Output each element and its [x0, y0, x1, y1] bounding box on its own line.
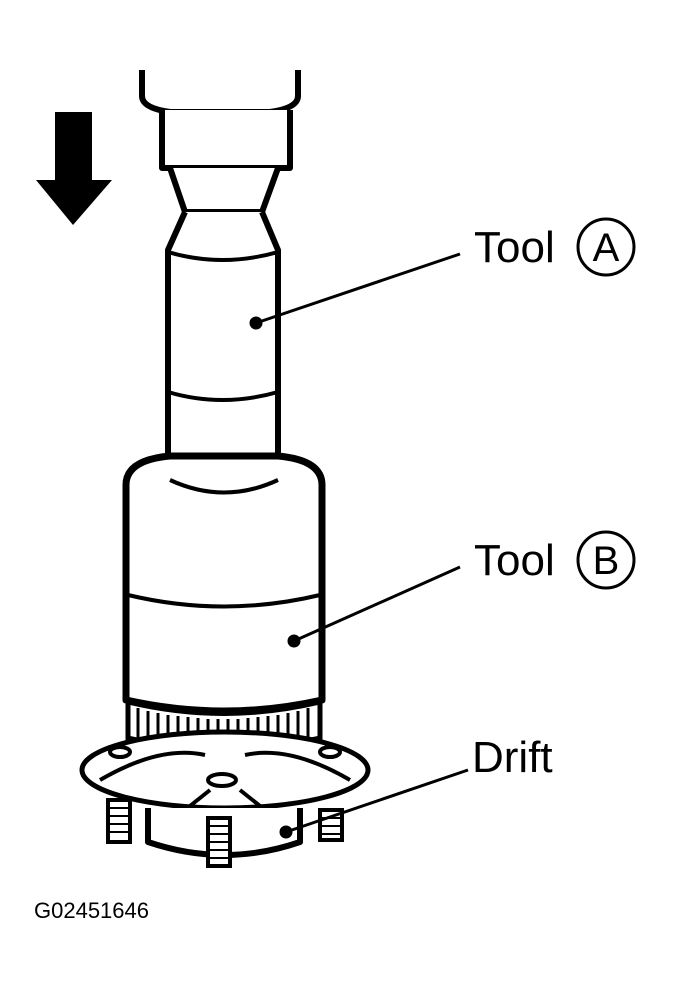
tool-a-circle — [576, 217, 636, 277]
tool-a-lines — [167, 250, 279, 402]
hub-flange — [79, 729, 371, 811]
label-drift: Drift — [472, 733, 553, 782]
tool-b-circle — [576, 530, 636, 590]
tool-a-word: Tool — [474, 223, 555, 272]
tool-a-body — [139, 70, 301, 483]
leader-lines — [249, 252, 469, 839]
down-arrow-icon — [36, 112, 112, 225]
label-tool-b: Tool B — [474, 530, 636, 590]
tool-b-lines — [127, 478, 321, 609]
tool-b-letter: B — [593, 539, 620, 583]
tool-b-word: Tool — [474, 536, 555, 585]
tool-a-letter: A — [593, 226, 620, 270]
hub-flange-details — [98, 745, 352, 812]
figure-id: G02451646 — [34, 898, 149, 923]
label-tool-a: Tool A — [474, 217, 636, 277]
